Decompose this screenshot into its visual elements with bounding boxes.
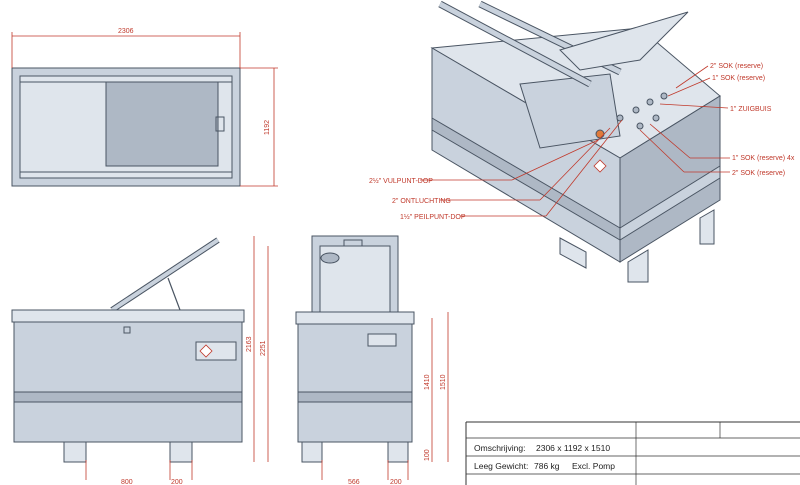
title-block-weight-value: 786 kg [534, 461, 560, 471]
side-view-lid-port [320, 252, 340, 264]
dim-label-top-depth: 1192 [264, 120, 271, 135]
iso-foot [627, 249, 649, 283]
callouts: 2" SOK (reserve) 1" SOK (reserve) 1" ZUI… [369, 63, 795, 221]
dim-label-front-height-lid: 2163 [246, 336, 253, 352]
side-view-top-rim [295, 311, 415, 325]
front-view-lid-stay [167, 277, 181, 311]
leader-line [667, 77, 711, 97]
dim-label-front-foot-width: 200 [171, 479, 183, 485]
callout-sok2-reserve-b: 2" SOK (reserve) [732, 170, 785, 177]
callout-sok1-reserve: 1" SOK (reserve) [712, 75, 765, 82]
front-view-foot [63, 441, 87, 463]
title-block-weight-note: Excl. Pomp [572, 461, 615, 471]
leader-line [659, 103, 729, 109]
front-view-band [13, 391, 243, 403]
leader-line [639, 129, 685, 173]
iso-fitting [660, 92, 668, 100]
callout-peilpunt: 1½" PEILPUNT-DOP [400, 213, 466, 221]
top-view-hinge [215, 116, 225, 132]
side-view-label [367, 333, 397, 347]
front-view-fitting [123, 326, 131, 334]
dim-label-side-height-1: 1410 [424, 374, 431, 390]
side-view-band [297, 391, 413, 403]
dim-label-side-height-2: 1510 [440, 374, 447, 390]
leader-line [545, 119, 623, 217]
isometric-view [430, 0, 721, 283]
leader-line [511, 139, 599, 181]
iso-foot [559, 237, 587, 269]
front-view-top-rim [11, 309, 245, 323]
leader-line [675, 65, 709, 89]
iso-fitting [632, 106, 640, 114]
side-view-foot [301, 441, 323, 463]
dim-label-side-foot: 100 [424, 449, 431, 461]
title-block-description-label: Omschrijving: [474, 443, 525, 453]
iso-fitting [616, 114, 624, 122]
side-view-foot [387, 441, 409, 463]
iso-hazard-diamond-icon [593, 159, 607, 173]
dim-label-front-foot-spacing: 800 [121, 479, 133, 485]
front-view-foot [169, 441, 193, 463]
dim-label-top-width: 2306 [118, 28, 134, 35]
iso-side-band [619, 165, 721, 241]
leader-line [539, 127, 611, 201]
side-view-lid-handle [343, 239, 363, 247]
callout-sok2-reserve: 2" SOK (reserve) [710, 63, 763, 70]
iso-fitting [646, 98, 654, 106]
callout-vulpunt: 2½" VULPUNT-DOP [369, 177, 433, 185]
iso-fitting [652, 114, 660, 122]
iso-fitting [636, 122, 644, 130]
side-view: 1410 1510 100 566 200 [295, 235, 449, 485]
front-view: 2163 2251 800 200 [11, 236, 269, 485]
title-block-weight-label: Leeg Gewicht: [474, 461, 528, 471]
dim-label-side-foot-spacing: 566 [348, 479, 360, 485]
top-view-lid [105, 81, 219, 167]
callout-sok1-reserve-4x: 1" SOK (reserve) 4x [732, 155, 795, 162]
title-block: Omschrijving: 2306 x 1192 x 1510 Leeg Ge… [465, 421, 800, 485]
iso-lid-arm-fill [438, 1, 592, 87]
top-view: 2306 1192 [11, 28, 278, 187]
front-view-tank-body [13, 321, 243, 443]
callout-zuigbuis: 1" ZUIGBUIS [730, 106, 772, 113]
iso-fitting-fill [595, 129, 605, 139]
callout-ontluchting: 2" ONTLUCHTING [392, 198, 451, 205]
iso-foot [699, 209, 715, 245]
iso-lid-panel [559, 11, 689, 71]
title-block-description-value: 2306 x 1192 x 1510 [536, 443, 610, 453]
hazard-diamond-icon [199, 344, 213, 358]
dim-label-front-height-total: 2251 [260, 340, 267, 356]
leader-line [649, 123, 691, 159]
front-view-lid-fill [110, 238, 220, 312]
dim-label-side-foot-width: 200 [390, 479, 402, 485]
